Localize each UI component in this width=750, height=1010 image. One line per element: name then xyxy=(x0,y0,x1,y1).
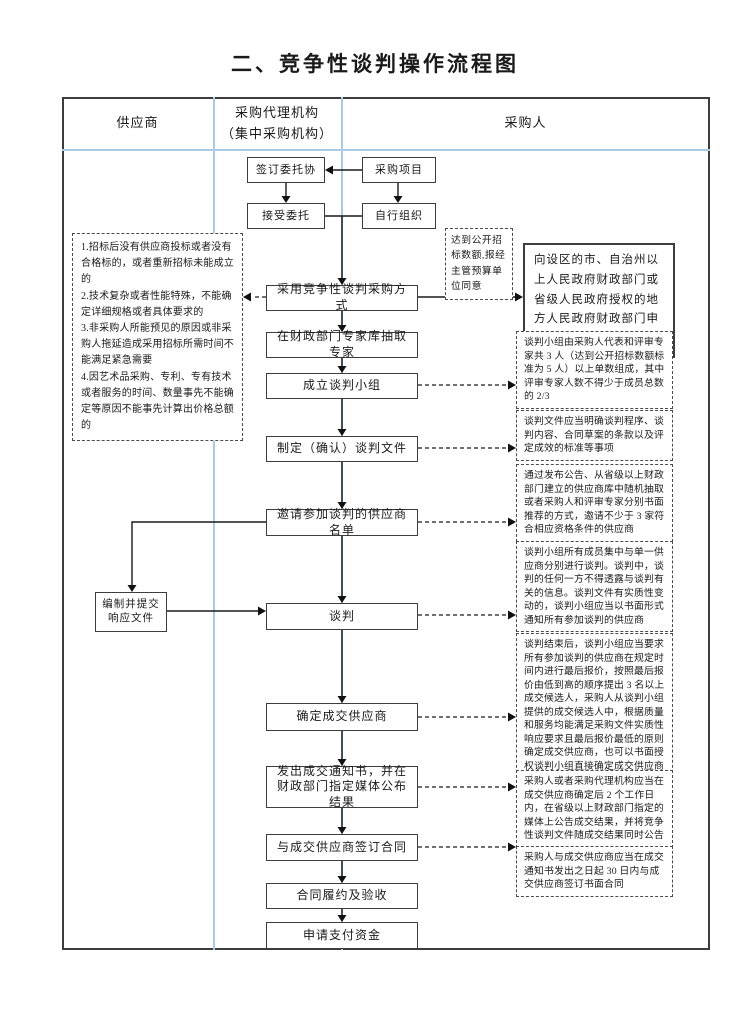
flow-box-accept-commission-label: 接受委托 xyxy=(262,209,310,222)
flow-box-form-team-label: 成立谈判小组 xyxy=(302,378,381,393)
flow-box-procurement-project-label: 采购项目 xyxy=(375,163,423,176)
col-header-agency: 采购代理机构 （集中采购机构） xyxy=(213,97,341,150)
note-item-4: 4.因艺术品采购、专利、专有技术或者服务的时间、数量事先不能确定等原因不能事先计… xyxy=(81,371,234,432)
column-divider-1 xyxy=(213,97,215,950)
col-header-supplier: 供应商 xyxy=(62,97,213,150)
flow-box-self-organize: 自行组织 xyxy=(362,203,436,229)
col-header-agency-line1: 采购代理机构 xyxy=(234,105,319,121)
note-box-supplier-reasons: 1.招标后没有供应商投标或者没有合格标的，或者重新招标未能成立的 2.技术复杂或… xyxy=(72,233,243,442)
col-header-supplier-label: 供应商 xyxy=(116,115,159,131)
flow-box-sign-agreement: 签订委托协 xyxy=(247,157,325,183)
flow-box-prepare-response-line1: 编制并提交 xyxy=(102,599,160,611)
flow-box-make-docs-label: 制定（确认）谈判文件 xyxy=(276,441,407,456)
info-box-open-tender-condition: 达到公开招标数额,报经主管预算单位同意 xyxy=(445,228,513,300)
info-box-docs-requirement: 谈判文件应当明确谈判程序、谈判内容、合同草案的条款以及评定成效的标准等事项 xyxy=(516,410,673,461)
flow-box-fulfill-inspect-label: 合同履约及验收 xyxy=(296,888,388,903)
flow-box-procurement-project: 采购项目 xyxy=(362,157,436,183)
col-header-agency-line2: （集中采购机构） xyxy=(220,125,333,141)
flow-box-fulfill-inspect: 合同履约及验收 xyxy=(266,883,418,909)
flow-box-confirm-supplier-label: 确定成交供应商 xyxy=(296,709,388,724)
flow-box-invite-list: 邀请参加谈判的供应商名单 xyxy=(266,506,418,537)
flow-box-extract-experts: 在财政部门专家库抽取专家 xyxy=(266,329,418,359)
flow-box-request-payment: 申请支付资金 xyxy=(266,922,418,949)
info-box-announce-result: 采购人或者采购代理机构应当在成交供应商确定后 2 个工作日内，在省级以上财政部门… xyxy=(516,770,673,848)
flow-box-extract-experts-label: 在财政部门专家库抽取专家 xyxy=(276,329,407,359)
flow-box-negotiate: 谈判 xyxy=(266,603,418,630)
note-item-1: 1.招标后没有供应商投标或者没有合格标的，或者重新招标未能成立的 xyxy=(81,242,234,286)
flow-box-prepare-response: 编制并提交 响应文件 xyxy=(95,592,167,632)
flow-box-adopt-method: 采用竞争性谈判采购方式 xyxy=(266,282,418,312)
flow-box-accept-commission: 接受委托 xyxy=(247,203,325,229)
flow-box-negotiate-label: 谈判 xyxy=(328,608,355,623)
flow-box-adopt-method-label: 采用竞争性谈判采购方式 xyxy=(276,282,407,312)
flow-box-form-team: 成立谈判小组 xyxy=(266,373,418,399)
note-item-3: 3.非采购人所能预见的原因或非采购人拖延造成采用招标所需时间不能满足紧急需要 xyxy=(81,322,234,367)
info-box-final-quote: 谈判结束后，谈判小组应当要求所有参加谈判的供应商在规定时间内进行最后报价，按照最… xyxy=(516,633,673,779)
flow-box-sign-contract-label: 与成交供应商签订合同 xyxy=(276,839,407,854)
flow-box-prepare-response-line2: 响应文件 xyxy=(108,613,154,624)
flow-box-make-docs: 制定（确认）谈判文件 xyxy=(266,436,418,462)
flow-box-request-payment-label: 申请支付资金 xyxy=(302,927,381,942)
header-divider xyxy=(62,149,710,151)
info-box-team-composition: 谈判小组由采购人代表和评审专家共 3 人（达到公开招标数额标准为 5 人）以上单… xyxy=(516,331,673,409)
col-header-purchaser: 采购人 xyxy=(341,97,710,150)
flow-box-confirm-supplier: 确定成交供应商 xyxy=(266,703,418,731)
col-header-purchaser-label: 采购人 xyxy=(504,115,547,131)
info-box-negotiation-rules: 谈判小组所有成员集中与单一供应商分别进行谈判。谈判中，谈判的任何一方不得透露与谈… xyxy=(516,541,673,633)
flow-box-invite-list-label: 邀请参加谈判的供应商名单 xyxy=(276,506,407,537)
flow-box-send-notice-label: 发出成交通知书，并在财政部门指定媒体公布结果 xyxy=(276,763,407,809)
flow-box-sign-agreement-label: 签订委托协 xyxy=(256,163,316,176)
note-item-2: 2.技术复杂或者性能特殊，不能确定详细规格或者具体要求的 xyxy=(81,290,232,318)
info-box-invite-method: 通过发布公告、从省级以上财政部门建立的供应商库中随机抽取或者采购人和评审专家分别… xyxy=(516,464,673,542)
page-title: 二、竞争性谈判操作流程图 xyxy=(231,52,519,76)
flow-box-send-notice: 发出成交通知书，并在财政部门指定媒体公布结果 xyxy=(266,763,418,809)
flow-box-sign-contract: 与成交供应商签订合同 xyxy=(266,834,418,861)
flow-box-self-organize-label: 自行组织 xyxy=(375,209,423,222)
info-box-sign-within-30: 采购人与成交供应商应当在成交通知书发出之日起 30 日内与成交供应商签订书面合同 xyxy=(516,846,673,897)
